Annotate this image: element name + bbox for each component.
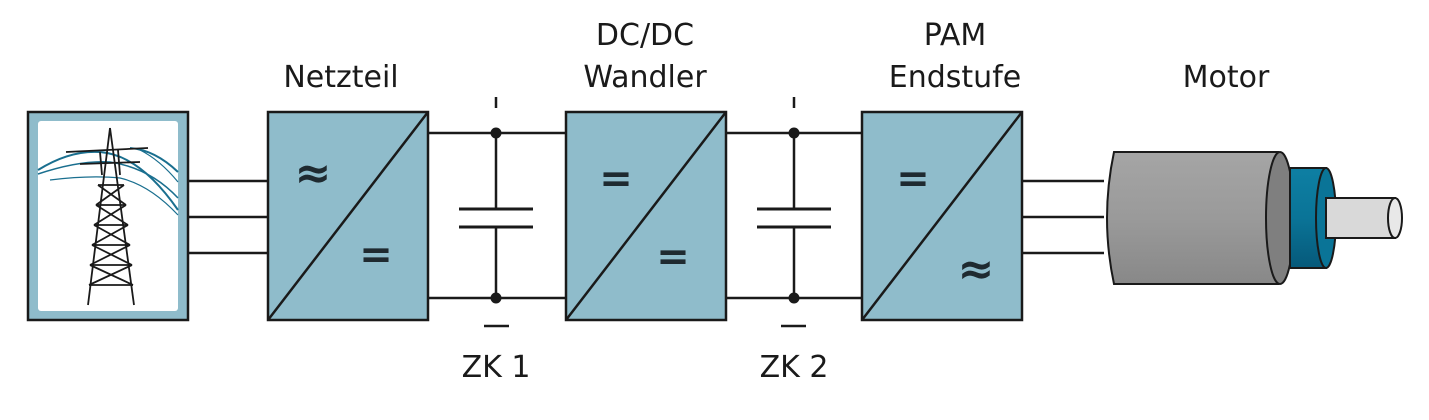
zk2-label: ZK 2 — [760, 350, 829, 385]
dc-symbol: = — [359, 232, 393, 278]
pam-block: = ≈ — [860, 110, 1024, 322]
dc-link-2 — [726, 97, 862, 328]
zk1-label: ZK 1 — [462, 350, 531, 385]
dc-out-symbol: = — [656, 234, 690, 280]
motor-label: Motor — [1183, 60, 1270, 95]
dc-in-symbol: = — [896, 156, 930, 202]
pam-label-line2: Endstufe — [889, 60, 1021, 95]
dcdc-block: = = — [564, 110, 728, 322]
ac-symbol: ≈ — [295, 148, 332, 199]
wires-source-to-netzteil — [188, 179, 268, 255]
ac-out-symbol: ≈ — [958, 244, 995, 295]
dc-link-1 — [428, 97, 566, 328]
dcdc-label-line1: DC/DC — [596, 18, 694, 53]
power-pylon-icon — [26, 110, 190, 322]
pam-label-line1: PAM — [924, 18, 987, 53]
dcdc-label-line2: Wandler — [583, 60, 707, 95]
motor-icon — [1106, 151, 1403, 285]
netzteil-block: ≈ = — [266, 110, 430, 322]
netzteil-label: Netzteil — [283, 60, 398, 95]
wires-pam-to-motor — [1022, 179, 1104, 255]
dc-in-symbol: = — [599, 156, 633, 202]
